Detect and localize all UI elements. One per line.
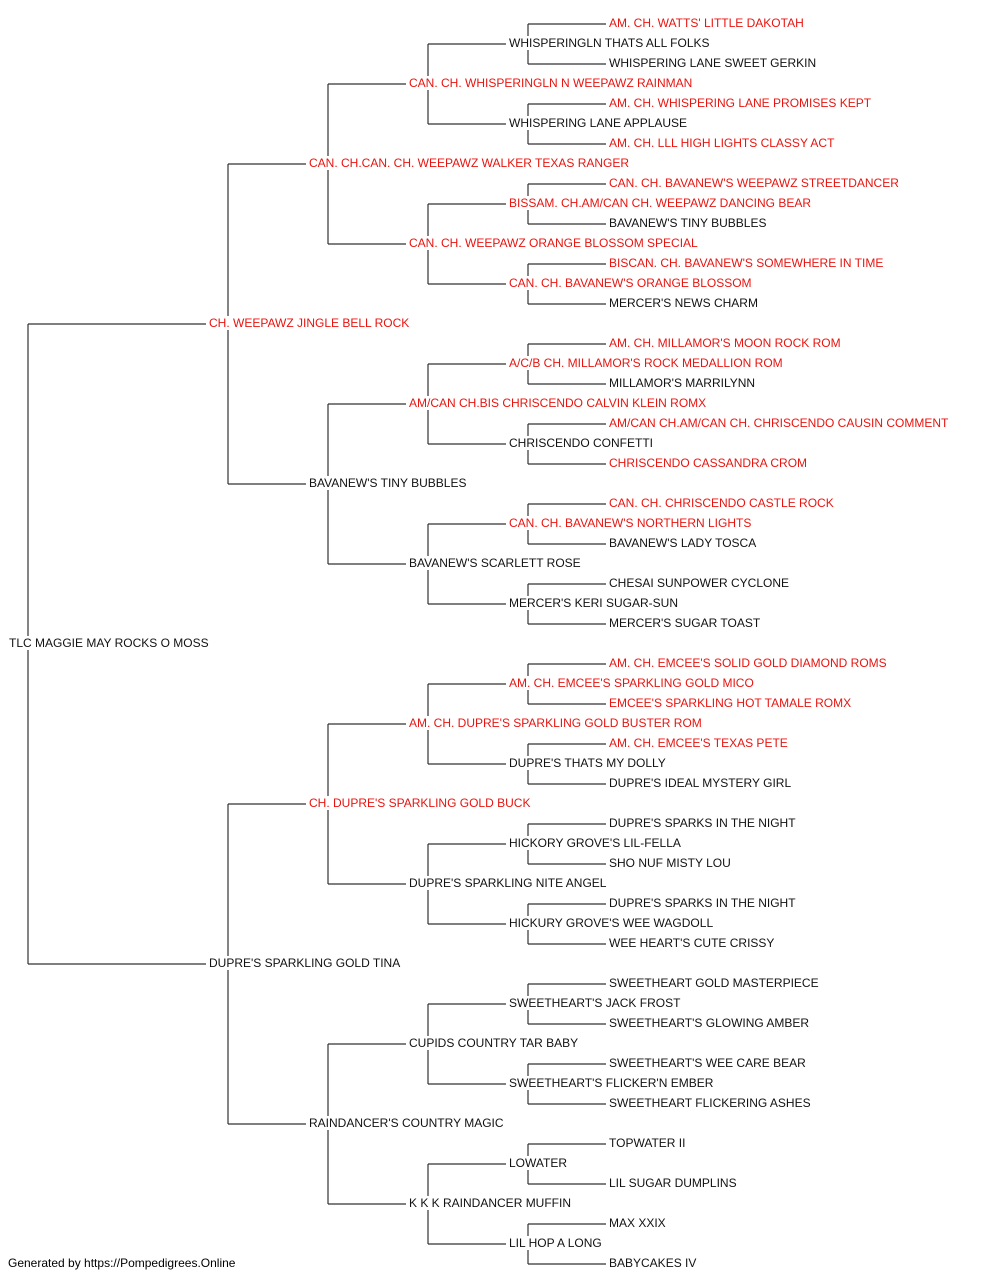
ancestor-gen5-22: SHO NUF MISTY LOU xyxy=(608,856,732,870)
ancestor-gen5-31: MAX XXIX xyxy=(608,1216,667,1230)
ancestor-gen4-9: AM. CH. EMCEE'S SPARKLING GOLD MICO xyxy=(508,676,755,690)
ancestor-gen4-8: MERCER'S KERI SUGAR-SUN xyxy=(508,596,679,610)
ancestor-gen5-6: BAVANEW'S TINY BUBBLES xyxy=(608,216,768,230)
ancestor-gen5-8: MERCER'S NEWS CHARM xyxy=(608,296,759,310)
ancestor-gen2-4: RAINDANCER'S COUNTRY MAGIC xyxy=(308,1116,505,1130)
ancestor-gen5-4: AM. CH. LLL HIGH LIGHTS CLASSY ACT xyxy=(608,136,836,150)
ancestor-gen3-1: CAN. CH. WHISPERINGLN N WEEPAWZ RAINMAN xyxy=(408,76,694,90)
ancestor-gen5-16: MERCER'S SUGAR TOAST xyxy=(608,616,762,630)
ancestor-gen5-23: DUPRE'S SPARKS IN THE NIGHT xyxy=(608,896,797,910)
ancestor-gen5-21: DUPRE'S SPARKS IN THE NIGHT xyxy=(608,816,797,830)
ancestor-gen4-15: LOWATER xyxy=(508,1156,569,1170)
ancestor-gen5-28: SWEETHEART FLICKERING ASHES xyxy=(608,1096,812,1110)
ancestor-gen5-30: LIL SUGAR DUMPLINS xyxy=(608,1176,738,1190)
ancestor-gen1-2: DUPRE'S SPARKLING GOLD TINA xyxy=(208,956,402,970)
ancestor-gen5-11: AM/CAN CH.AM/CAN CH. CHRISCENDO CAUSIN C… xyxy=(608,416,950,430)
ancestor-gen3-2: CAN. CH. WEEPAWZ ORANGE BLOSSOM SPECIAL xyxy=(408,236,699,250)
ancestor-gen4-13: SWEETHEART'S JACK FROST xyxy=(508,996,682,1010)
ancestor-gen5-9: AM. CH. MILLAMOR'S MOON ROCK ROM xyxy=(608,336,842,350)
ancestor-gen2-2: BAVANEW'S TINY BUBBLES xyxy=(308,476,468,490)
ancestor-gen4-3: BISSAM. CH.AM/CAN CH. WEEPAWZ DANCING BE… xyxy=(508,196,813,210)
ancestor-gen4-16: LIL HOP A LONG xyxy=(508,1236,603,1250)
ancestor-gen4-10: DUPRE'S THATS MY DOLLY xyxy=(508,756,667,770)
ancestor-gen5-5: CAN. CH. BAVANEW'S WEEPAWZ STREETDANCER xyxy=(608,176,900,190)
ancestor-gen1-1: CH. WEEPAWZ JINGLE BELL ROCK xyxy=(208,316,411,330)
ancestor-gen5-27: SWEETHEART'S WEE CARE BEAR xyxy=(608,1056,807,1070)
ancestor-gen3-6: DUPRE'S SPARKLING NITE ANGEL xyxy=(408,876,608,890)
ancestor-gen4-5: A/C/B CH. MILLAMOR'S ROCK MEDALLION ROM xyxy=(508,356,784,370)
ancestor-gen3-5: AM. CH. DUPRE'S SPARKLING GOLD BUSTER RO… xyxy=(408,716,703,730)
ancestor-gen5-1: AM. CH. WATTS' LITTLE DAKOTAH xyxy=(608,16,805,30)
ancestor-gen5-10: MILLAMOR'S MARRILYNN xyxy=(608,376,757,390)
ancestor-gen3-8: K K K RAINDANCER MUFFIN xyxy=(408,1196,573,1210)
ancestor-gen2-3: CH. DUPRE'S SPARKLING GOLD BUCK xyxy=(308,796,532,810)
ancestor-gen4-11: HICKORY GROVE'S LIL-FELLA xyxy=(508,836,682,850)
subject-name: TLC MAGGIE MAY ROCKS O MOSS xyxy=(8,636,210,650)
ancestor-gen5-13: CAN. CH. CHRISCENDO CASTLE ROCK xyxy=(608,496,835,510)
ancestor-gen5-24: WEE HEART'S CUTE CRISSY xyxy=(608,936,776,950)
ancestor-gen4-14: SWEETHEART'S FLICKER'N EMBER xyxy=(508,1076,715,1090)
ancestor-gen4-6: CHRISCENDO CONFETTI xyxy=(508,436,654,450)
ancestor-gen5-12: CHRISCENDO CASSANDRA CROM xyxy=(608,456,809,470)
ancestor-gen4-7: CAN. CH. BAVANEW'S NORTHERN LIGHTS xyxy=(508,516,753,530)
ancestor-gen4-12: HICKURY GROVE'S WEE WAGDOLL xyxy=(508,916,715,930)
ancestor-gen5-19: AM. CH. EMCEE'S TEXAS PETE xyxy=(608,736,789,750)
ancestor-gen4-1: WHISPERINGLN THATS ALL FOLKS xyxy=(508,36,711,50)
ancestor-gen5-32: BABYCAKES IV xyxy=(608,1256,698,1270)
ancestor-gen5-18: EMCEE'S SPARKLING HOT TAMALE ROMX xyxy=(608,696,853,710)
ancestor-gen3-7: CUPIDS COUNTRY TAR BABY xyxy=(408,1036,580,1050)
ancestor-gen5-20: DUPRE'S IDEAL MYSTERY GIRL xyxy=(608,776,793,790)
ancestor-gen5-25: SWEETHEART GOLD MASTERPIECE xyxy=(608,976,820,990)
ancestor-gen4-2: WHISPERING LANE APPLAUSE xyxy=(508,116,689,130)
ancestor-gen4-4: CAN. CH. BAVANEW'S ORANGE BLOSSOM xyxy=(508,276,753,290)
ancestor-gen5-2: WHISPERING LANE SWEET GERKIN xyxy=(608,56,818,70)
ancestor-gen5-14: BAVANEW'S LADY TOSCA xyxy=(608,536,758,550)
ancestor-gen5-7: BISCAN. CH. BAVANEW'S SOMEWHERE IN TIME xyxy=(608,256,885,270)
ancestor-gen3-4: BAVANEW'S SCARLETT ROSE xyxy=(408,556,582,570)
footer-credit: Generated by https://Pompedigrees.Online xyxy=(8,1256,236,1270)
ancestor-gen5-3: AM. CH. WHISPERING LANE PROMISES KEPT xyxy=(608,96,873,110)
ancestor-gen2-1: CAN. CH.CAN. CH. WEEPAWZ WALKER TEXAS RA… xyxy=(308,156,631,170)
ancestor-gen5-17: AM. CH. EMCEE'S SOLID GOLD DIAMOND ROMS xyxy=(608,656,888,670)
ancestor-gen5-26: SWEETHEART'S GLOWING AMBER xyxy=(608,1016,811,1030)
ancestor-gen5-15: CHESAI SUNPOWER CYCLONE xyxy=(608,576,791,590)
ancestor-gen5-29: TOPWATER II xyxy=(608,1136,687,1150)
ancestor-gen3-3: AM/CAN CH.BIS CHRISCENDO CALVIN KLEIN RO… xyxy=(408,396,708,410)
